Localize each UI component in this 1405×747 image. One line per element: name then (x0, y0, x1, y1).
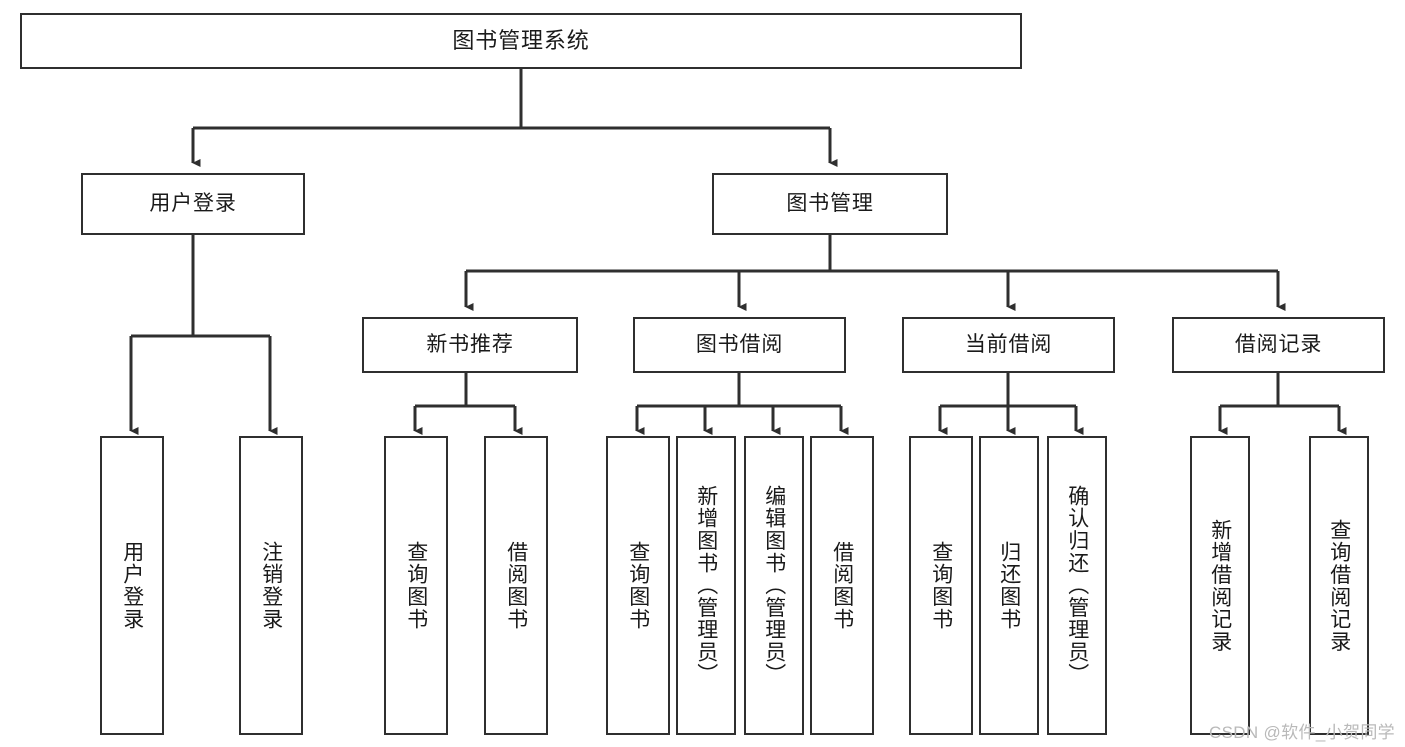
leaf-user-login[interactable]: 用户登录 (100, 436, 164, 735)
node-label: 注销登录 (259, 540, 283, 631)
node-label: 借阅图书 (830, 540, 854, 631)
node-label: 查询图书 (404, 540, 428, 631)
node-label: 新增图书（管理员） (694, 485, 718, 686)
leaf-edit-book-admin[interactable]: 编辑图书（管理员） (744, 436, 804, 735)
node-label: 归还图书 (997, 540, 1021, 631)
leaf-borrow-book-borrow[interactable]: 借阅图书 (810, 436, 874, 735)
node-label: 编辑图书（管理员） (762, 485, 786, 686)
node-borrow-record[interactable]: 借阅记录 (1172, 317, 1385, 373)
node-label: 新增借阅记录 (1208, 518, 1232, 653)
leaf-borrow-book-new-rec[interactable]: 借阅图书 (484, 436, 548, 735)
leaf-add-borrow-record[interactable]: 新增借阅记录 (1190, 436, 1250, 735)
node-label: 用户登录 (149, 191, 237, 215)
node-label: 借阅图书 (504, 540, 528, 631)
leaf-query-borrow-record[interactable]: 查询借阅记录 (1309, 436, 1369, 735)
node-label: 查询借阅记录 (1327, 518, 1351, 653)
leaf-query-book-new-rec[interactable]: 查询图书 (384, 436, 448, 735)
leaf-return-book[interactable]: 归还图书 (979, 436, 1039, 735)
node-label: 确认归还（管理员） (1065, 485, 1089, 686)
leaf-add-book-admin[interactable]: 新增图书（管理员） (676, 436, 736, 735)
node-root-book-management-system[interactable]: 图书管理系统 (20, 13, 1022, 69)
node-label: 用户登录 (120, 540, 144, 631)
leaf-query-book-current[interactable]: 查询图书 (909, 436, 973, 735)
node-label: 当前借阅 (964, 332, 1053, 356)
node-label: 新书推荐 (426, 332, 514, 356)
node-new-book-recommendation[interactable]: 新书推荐 (362, 317, 578, 373)
node-label: 查询图书 (929, 540, 953, 631)
node-label: 图书管理系统 (452, 27, 590, 53)
node-label: 图书借阅 (695, 332, 784, 356)
node-label: 借阅记录 (1234, 332, 1323, 356)
leaf-query-book-borrow[interactable]: 查询图书 (606, 436, 670, 735)
node-label: 查询图书 (626, 540, 650, 631)
leaf-logout[interactable]: 注销登录 (239, 436, 303, 735)
node-label: 图书管理 (786, 191, 874, 215)
node-book-borrow[interactable]: 图书借阅 (633, 317, 846, 373)
watermark-text: CSDN @软件_小贺同学 (1208, 723, 1395, 742)
node-user-login[interactable]: 用户登录 (81, 173, 305, 235)
node-current-borrow[interactable]: 当前借阅 (902, 317, 1115, 373)
leaf-confirm-return-admin[interactable]: 确认归还（管理员） (1047, 436, 1107, 735)
node-book-management[interactable]: 图书管理 (712, 173, 948, 235)
